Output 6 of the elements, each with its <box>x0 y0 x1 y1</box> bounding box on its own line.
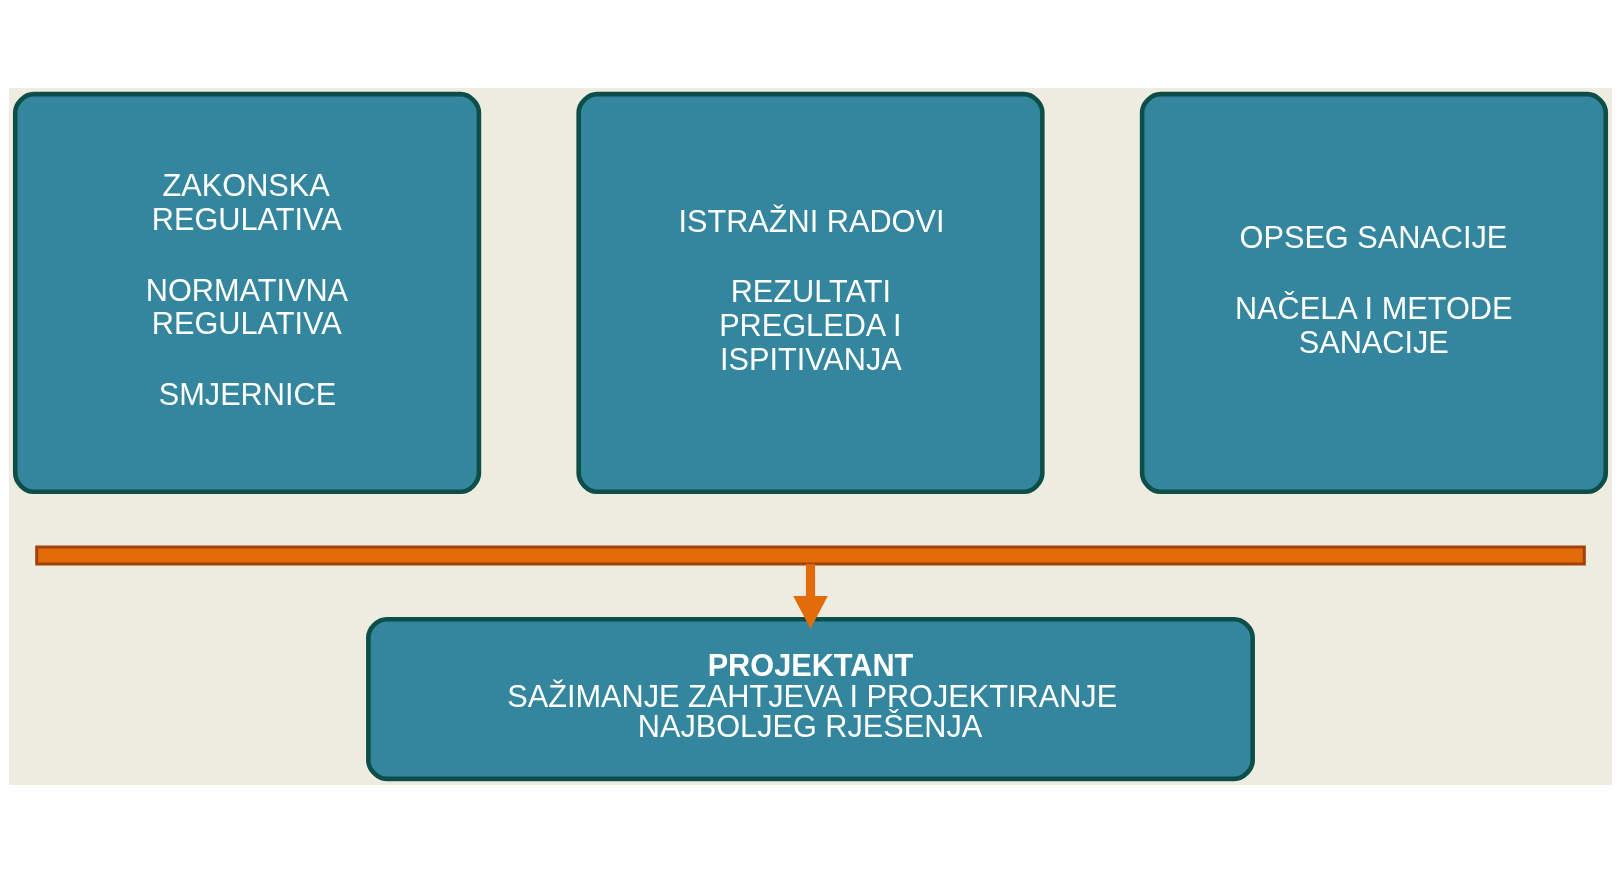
arrow <box>793 563 828 629</box>
node-box: PROJEKTANT SAŽIMANJE ZAHTJEVA I PROJEKTIRANJE NAJBOLJEG RJEŠENJA <box>366 616 1255 781</box>
node-box: ISTRAŽNI RADOVI REZULTATI PREGLEDA I ISPITIVANJA <box>576 91 1045 494</box>
node-box: ZAKONSKA REGULATIVA NORMATIVNA REGULATIVA SMJERNICE <box>12 91 482 494</box>
node-bar <box>35 545 1586 565</box>
node-box: OPSEG SANACIJE NAČELA I METODE SANACIJE <box>1139 91 1609 494</box>
